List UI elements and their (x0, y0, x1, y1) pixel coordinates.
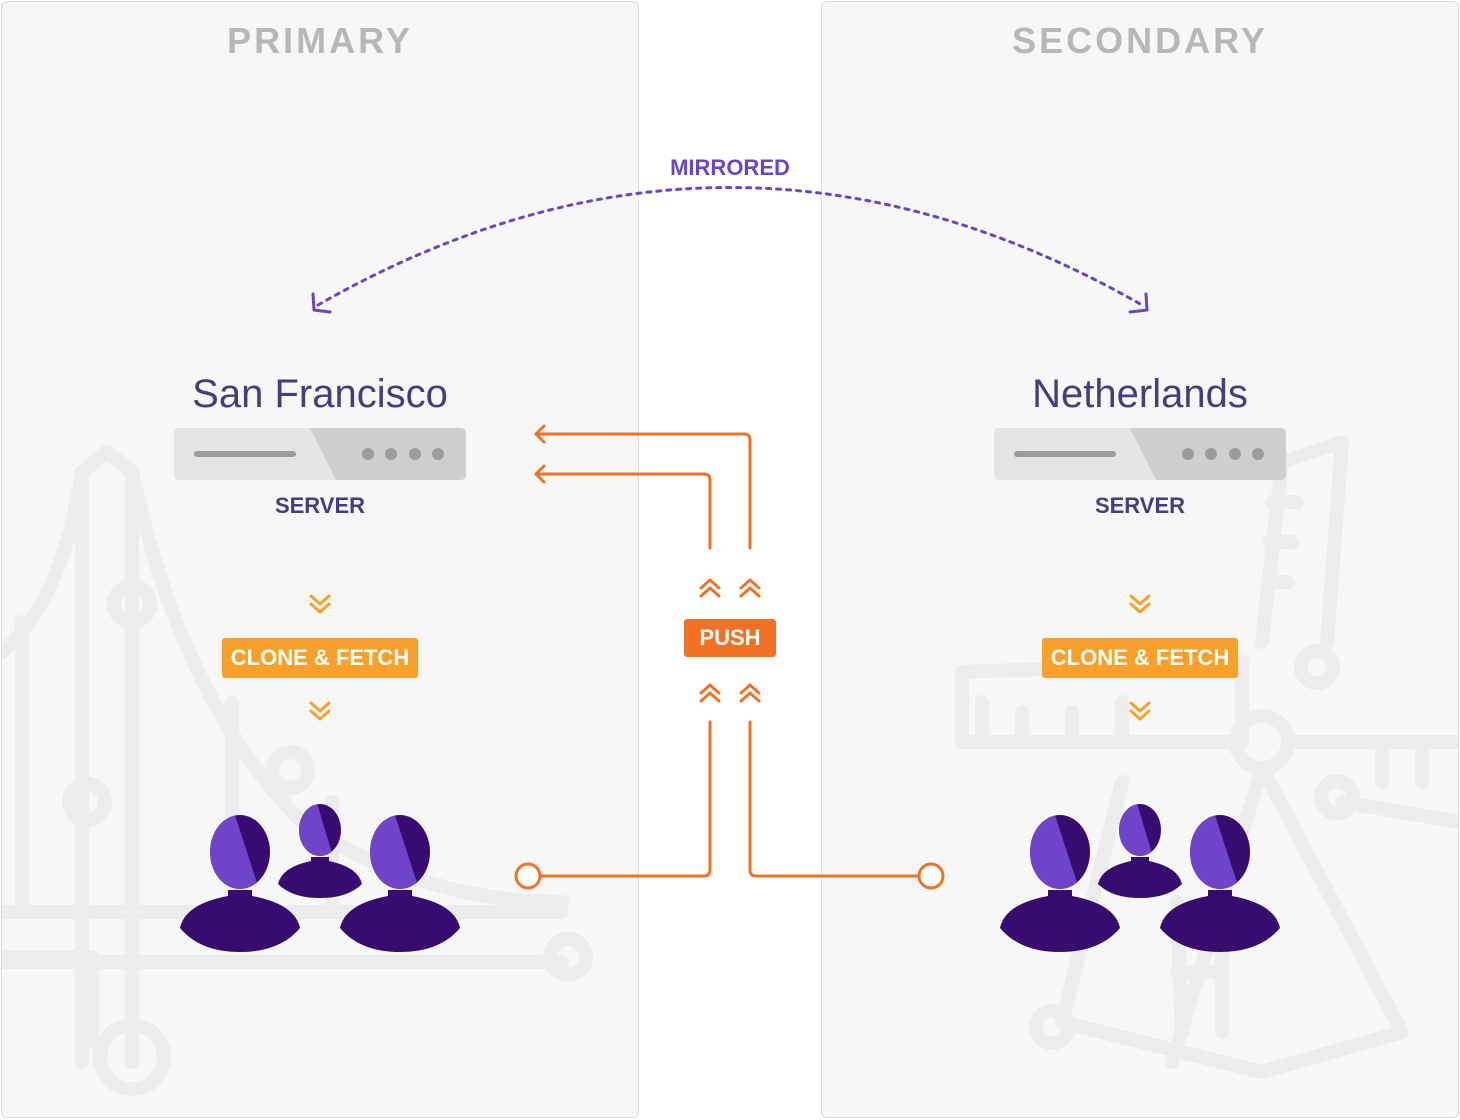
double-chevron-up-icon (739, 578, 761, 598)
double-chevron-down-icon (309, 594, 331, 614)
push-badge: PUSH (684, 619, 776, 657)
primary-panel: PRIMARY (1, 1, 639, 1118)
secondary-server-icon (994, 428, 1286, 480)
primary-user-group-icon (180, 800, 460, 952)
double-chevron-up-icon (739, 683, 761, 703)
secondary-user-group-icon (1000, 800, 1280, 952)
secondary-server-label: SERVER (1094, 493, 1186, 518)
secondary-user-endpoint (917, 862, 945, 890)
double-chevron-down-icon (309, 701, 331, 721)
mirror-arc (311, 186, 1149, 314)
mirrored-label: MIRRORED (670, 155, 790, 180)
secondary-panel: SECONDARY (821, 1, 1459, 1118)
double-chevron-up-icon (699, 683, 721, 703)
double-chevron-up-icon (699, 578, 721, 598)
bridge-background-icon (2, 445, 593, 1096)
primary-user-endpoint (514, 862, 542, 890)
primary-server-label: SERVER (274, 493, 366, 518)
primary-server-icon (174, 428, 466, 480)
double-chevron-down-icon (1129, 594, 1151, 614)
secondary-city-name: Netherlands (1032, 372, 1248, 416)
secondary-title: SECONDARY (1012, 20, 1268, 61)
primary-clone-fetch-badge: CLONE & FETCH (222, 638, 418, 678)
push-connector-lines (534, 424, 920, 878)
double-chevron-down-icon (1129, 701, 1151, 721)
windmill-background-icon (955, 435, 1458, 1079)
primary-city-name: San Francisco (192, 372, 448, 416)
primary-title: PRIMARY (227, 20, 413, 61)
secondary-clone-fetch-badge: CLONE & FETCH (1042, 638, 1238, 678)
